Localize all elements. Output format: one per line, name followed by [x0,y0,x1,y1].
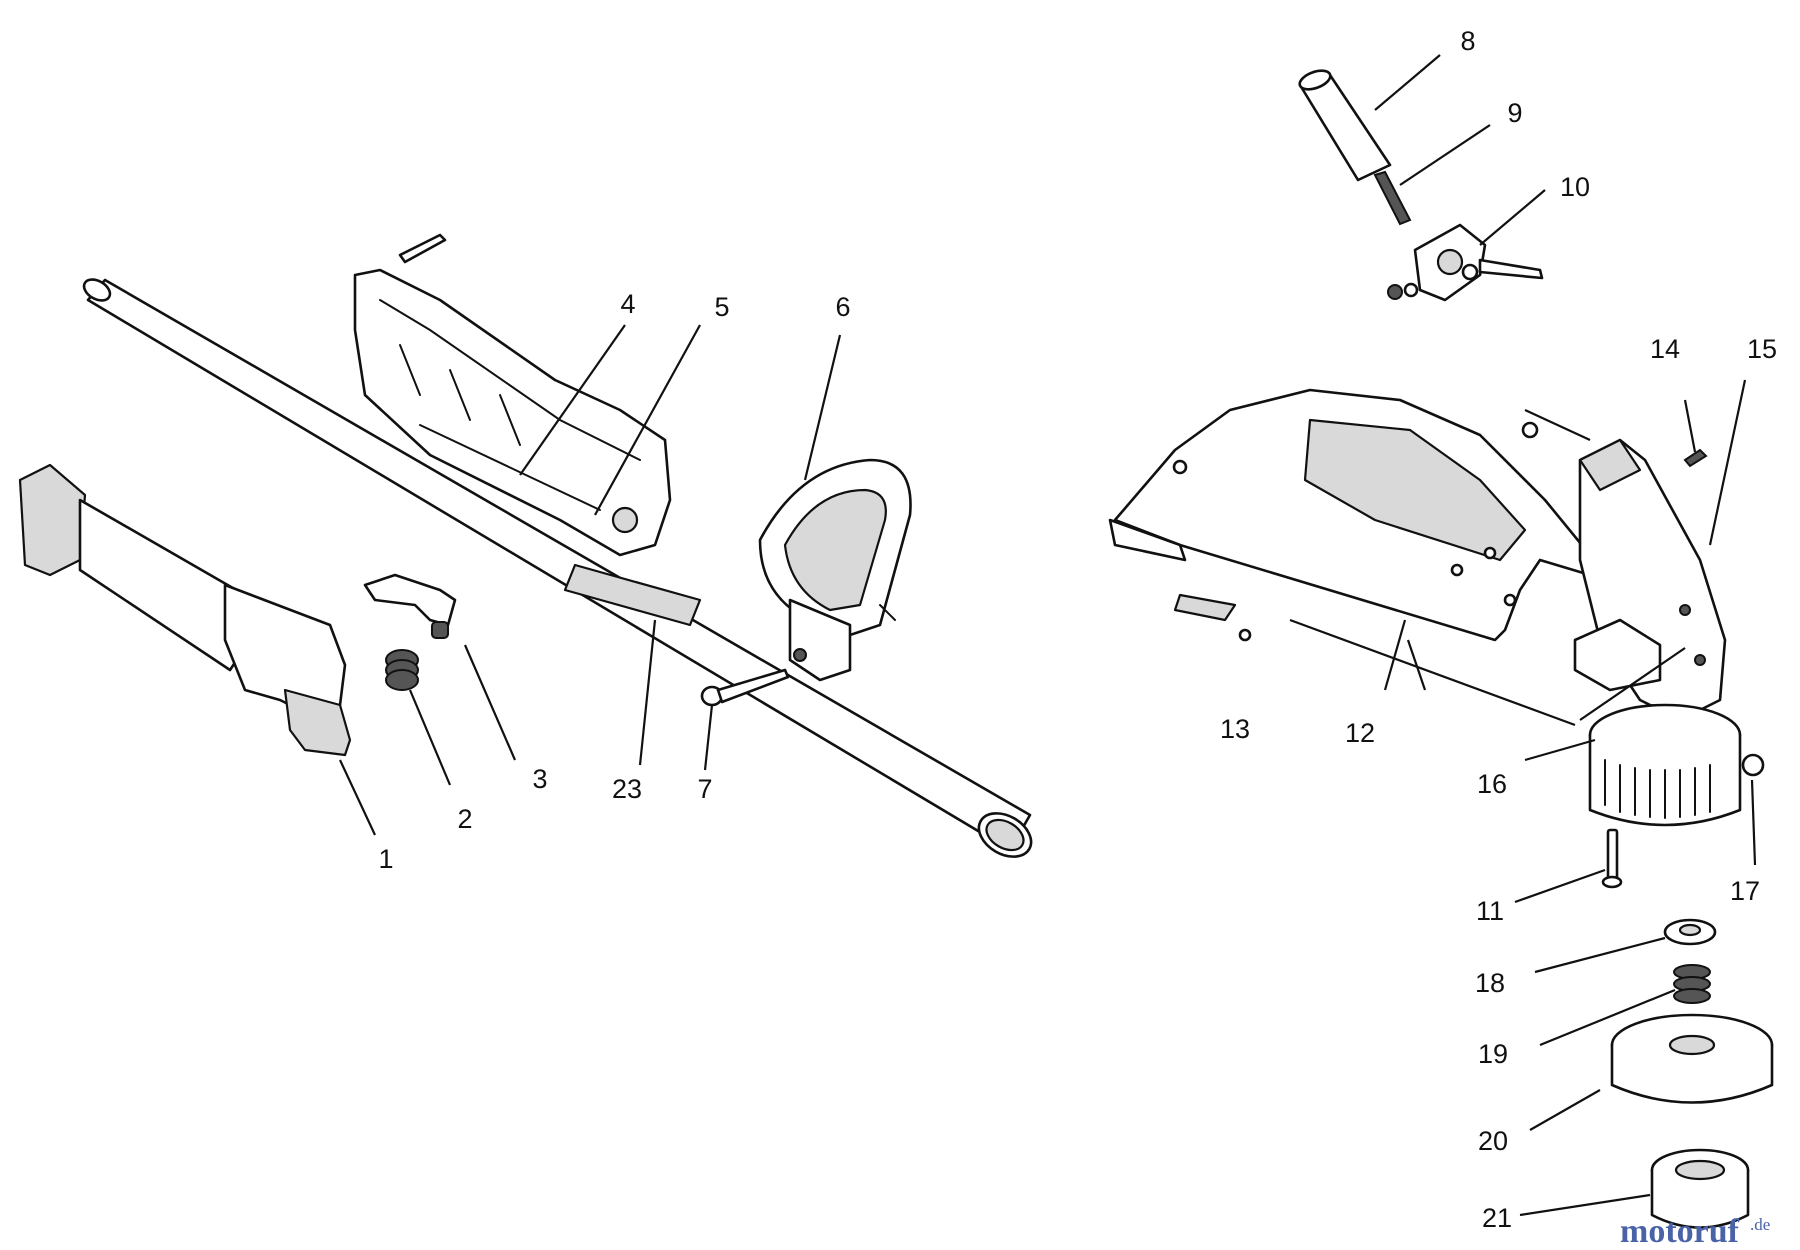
guard-shield [1108,388,1592,642]
spool-housing [1588,703,1765,827]
callout-2: 2 [457,804,472,834]
callout-11: 11 [1476,896,1504,926]
callout-10: 10 [1560,172,1590,202]
watermark-text: motoruf [1620,1213,1740,1250]
trigger-and-spring [363,573,457,691]
callout-6: 6 [835,292,850,322]
callout-17: 17 [1730,876,1760,906]
callout-14: 14 [1650,334,1680,364]
gearhead [1573,438,1727,722]
callout-21: 21 [1482,1203,1512,1233]
bump-knob [1650,1148,1750,1229]
callout-4: 4 [620,289,635,319]
callout-numbers: 1 2 3 4 5 6 7 23 8 9 10 13 12 14 15 16 1… [378,26,1777,1233]
callout-9: 9 [1507,98,1522,128]
washer [1663,918,1717,946]
callout-1: 1 [378,844,393,874]
spool-spring [1673,964,1711,1004]
callout-3: 3 [532,764,547,794]
rear-handle [18,463,352,757]
watermark: motoruf .de [1620,1213,1770,1250]
clamp [1387,223,1544,302]
watermark-tld: .de [1750,1215,1770,1234]
callout-16: 16 [1477,769,1507,799]
handle-housing [353,233,672,557]
callout-18: 18 [1475,968,1505,998]
spool [1610,1013,1774,1104]
callout-23: 23 [612,774,642,804]
spring [385,649,419,691]
callout-7: 7 [697,774,712,804]
callout-13: 13 [1220,714,1250,744]
callout-12: 12 [1345,718,1375,748]
assist-handle [758,458,912,682]
callout-19: 19 [1478,1039,1508,1069]
callout-15: 15 [1747,334,1777,364]
callout-5: 5 [714,292,729,322]
screw [1601,828,1623,889]
leader-lines [339,54,1757,1217]
callout-20: 20 [1478,1126,1508,1156]
callout-8: 8 [1460,26,1475,56]
upper-tube [1298,69,1412,226]
shaft-tube [82,278,1033,858]
